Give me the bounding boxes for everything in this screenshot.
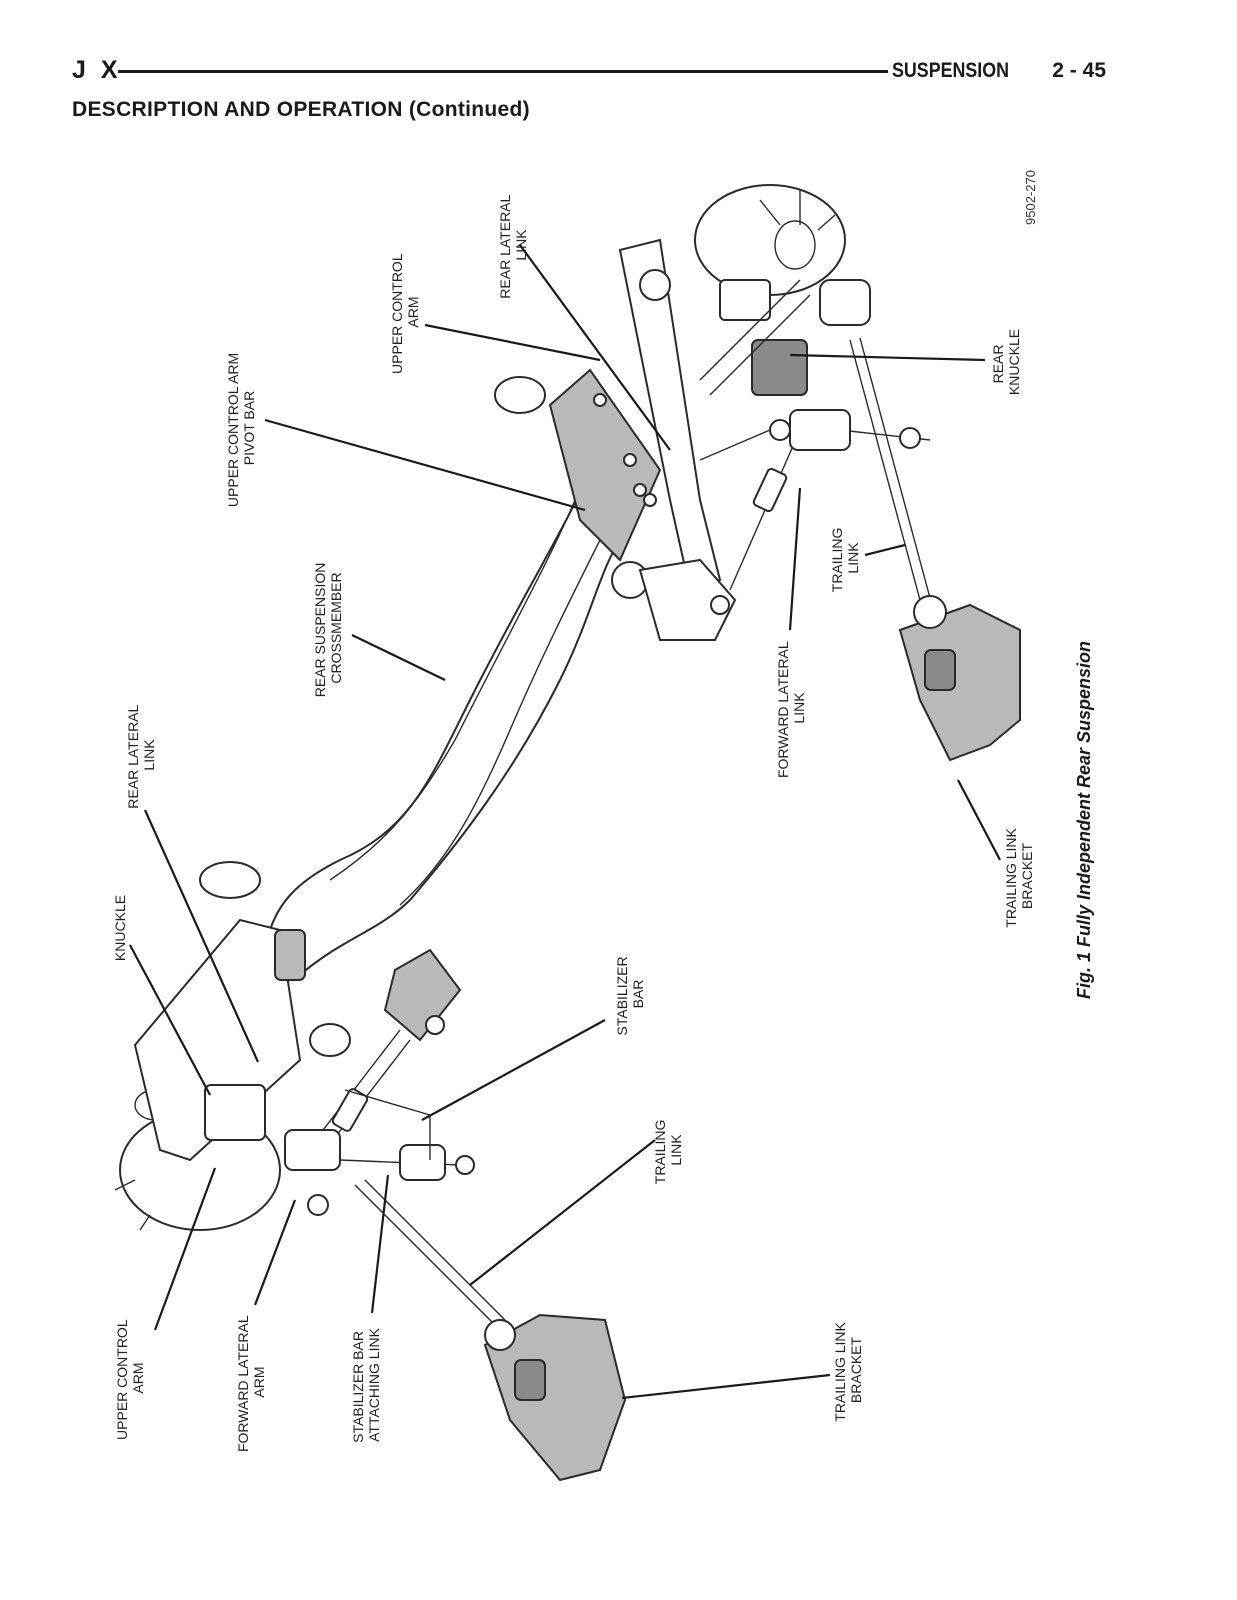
pivot-bar-plate <box>548 368 662 562</box>
trailing-link-bracket-right <box>898 603 1021 762</box>
label-trailing-link-bottom: TRAILING LINK <box>652 1116 684 1184</box>
label-rear-suspension-crossmember: REAR SUSPENSION CROSSMEMBER <box>312 559 344 697</box>
suspension-drawing <box>114 184 1021 1482</box>
label-forward-lateral-link: FORWARD LATERAL LINK <box>775 638 807 778</box>
knuckle-part <box>204 1084 266 1141</box>
model-code: J X <box>72 56 122 84</box>
label-trailing-link-top: TRAILING LINK <box>829 524 861 592</box>
label-forward-lateral-arm: FORWARD LATERAL ARM <box>235 1312 267 1452</box>
leader-forward-lateral-link <box>788 487 802 631</box>
leader-trailing-link-top <box>864 543 906 557</box>
leader-crossmember <box>351 634 446 681</box>
section-title: SUSPENSION <box>892 59 1010 82</box>
upper-control-arm-right <box>618 238 722 592</box>
label-upper-control-arm-bottom: UPPER CONTROL ARM <box>114 1316 146 1440</box>
label-rear-lateral-link-top: REAR LATERAL LINK <box>497 191 529 298</box>
crossmember <box>268 467 622 977</box>
label-trailing-link-bracket-bottom: TRAILING LINK BRACKET <box>832 1318 864 1421</box>
label-stabilizer-bar: STABILIZER BAR <box>614 953 646 1036</box>
label-stabilizer-bar-attaching-link: STABILIZER BAR ATTACHING LINK <box>350 1327 382 1443</box>
figure-ref: 9502-270 <box>1023 170 1038 225</box>
header-rule <box>118 70 888 73</box>
rear-knuckle-part <box>751 339 808 396</box>
leader-stabilizer-attaching-link <box>370 1174 390 1314</box>
crossmember-bracket-left <box>383 948 462 1042</box>
label-upper-control-arm-pivot-bar: UPPER CONTROL ARM PIVOT BAR <box>225 349 257 507</box>
label-knuckle: KNUCKLE <box>112 895 128 961</box>
label-rear-lateral-link-bottom: REAR LATERAL LINK <box>125 701 157 808</box>
section-subheading: DESCRIPTION AND OPERATION (Continued) <box>72 98 530 121</box>
leader-stabilizer-bar <box>421 1019 606 1121</box>
leader-upper-control-arm-bottom <box>153 1167 217 1331</box>
leader-forward-lateral-arm <box>253 1199 297 1306</box>
leader-pivot-bar <box>264 418 586 512</box>
figure-caption: Fig. 1 Fully Independent Rear Suspension <box>1074 641 1094 999</box>
label-rear-knuckle: REAR KNUCKLE <box>990 329 1022 395</box>
leader-trailing-link-bottom <box>469 1139 656 1286</box>
callout-leaders <box>129 244 1001 1400</box>
page-header: J X SUSPENSION 2 - 45 <box>72 56 1106 88</box>
leader-bracket-bottom <box>621 1373 831 1400</box>
leader-rear-lateral-link-bottom <box>143 809 260 1063</box>
leader-knuckle <box>129 944 211 1096</box>
leader-upper-control-arm-top <box>424 323 601 362</box>
callout-labels: 9502-270 REAR LATERAL LINK UPPER CONTROL… <box>112 170 1094 1452</box>
leader-bracket-top <box>957 779 1001 861</box>
rear-hub-right <box>694 184 846 296</box>
page-number: 2 - 45 <box>1052 59 1106 82</box>
leader-rear-lateral-link-top <box>519 244 671 451</box>
label-upper-control-arm-top: UPPER CONTROL ARM <box>389 250 421 374</box>
label-trailing-link-bracket-top: TRAILING LINK BRACKET <box>1003 824 1035 927</box>
leader-rear-knuckle <box>789 353 986 362</box>
upper-control-arm-left <box>133 918 302 1162</box>
trailing-link-bracket-left <box>483 1313 627 1482</box>
